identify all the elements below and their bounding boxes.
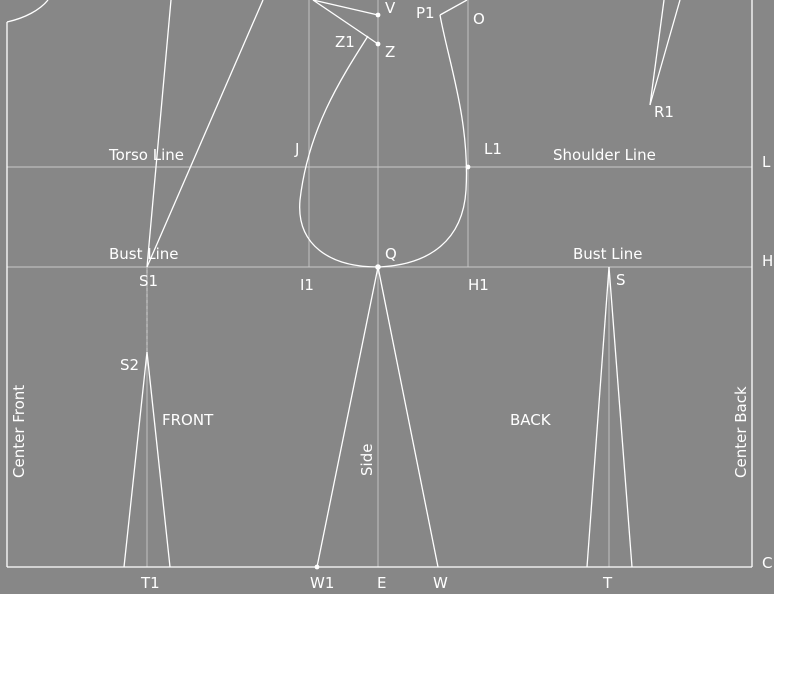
armhole-back-curve xyxy=(377,14,468,268)
point-l1 xyxy=(465,164,471,170)
label-back: BACK xyxy=(510,411,552,429)
front-shoulder-line-a xyxy=(146,0,172,268)
label-torso-line: Torso Line xyxy=(108,146,184,164)
label-p1: P1 xyxy=(416,4,435,22)
front-waist-dart-right xyxy=(146,351,171,568)
label-v: V xyxy=(385,0,396,17)
label-h: H xyxy=(762,252,773,270)
label-l: L xyxy=(762,153,771,171)
label-w1: W1 xyxy=(310,574,334,592)
guide-lines xyxy=(7,0,752,567)
label-center-front: Center Front xyxy=(10,385,28,478)
label-side: Side xyxy=(358,444,376,476)
back-shoulder-edge xyxy=(439,0,468,16)
shoulder-dart-z xyxy=(312,0,379,45)
front-shoulder-line-b xyxy=(146,0,264,268)
back-shoulder-dart-right xyxy=(649,0,681,106)
pattern-panel xyxy=(0,0,774,594)
side-dart-left xyxy=(316,266,379,568)
label-c: C xyxy=(762,554,772,572)
back-waist-dart-right xyxy=(608,266,633,568)
label-s1: S1 xyxy=(139,272,158,290)
neckline-curve xyxy=(6,0,49,23)
label-s: S xyxy=(616,271,626,289)
pattern-points xyxy=(314,12,471,570)
point-v xyxy=(375,12,381,18)
label-j: J xyxy=(294,140,299,158)
front-waist-dart-left xyxy=(123,351,148,568)
back-shoulder-dart-left xyxy=(649,0,665,106)
back-waist-dart-left xyxy=(586,266,610,568)
label-l1: L1 xyxy=(484,140,502,158)
label-h1: H1 xyxy=(468,276,489,294)
point-q xyxy=(375,264,381,270)
label-e: E xyxy=(377,574,386,592)
pattern-outlines xyxy=(6,0,753,568)
label-w: W xyxy=(433,574,448,592)
label-t: T xyxy=(602,574,613,592)
label-s2: S2 xyxy=(120,356,139,374)
label-bust-line-front: Bust Line xyxy=(109,245,179,263)
label-o: O xyxy=(473,10,485,28)
label-shoulder-line: Shoulder Line xyxy=(553,146,656,164)
label-i1: I1 xyxy=(300,276,314,294)
side-dart-right xyxy=(377,266,439,568)
armhole-front-curve xyxy=(299,35,379,268)
label-bust-line-back: Bust Line xyxy=(573,245,643,263)
label-center-back: Center Back xyxy=(732,386,750,478)
shoulder-dart-v xyxy=(312,0,379,16)
pattern-labels: V P1 O Z1 Z R1 J L1 Torso Line Shoulder … xyxy=(10,0,773,592)
label-r1: R1 xyxy=(654,103,674,121)
label-z1: Z1 xyxy=(335,33,355,51)
label-z: Z xyxy=(385,43,395,61)
point-z xyxy=(375,41,381,47)
point-w1 xyxy=(314,564,320,570)
label-q: Q xyxy=(385,245,397,263)
label-front: FRONT xyxy=(162,411,214,429)
label-t1: T1 xyxy=(140,574,160,592)
